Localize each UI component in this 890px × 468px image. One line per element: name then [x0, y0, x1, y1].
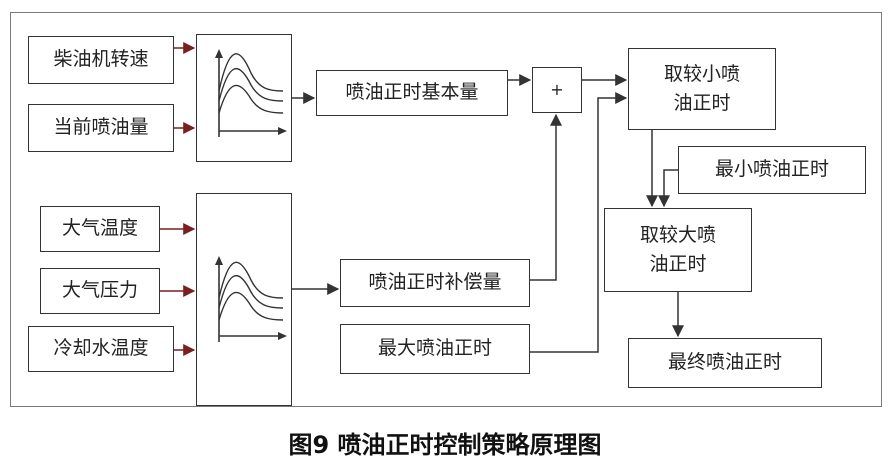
figure-caption: 图9 喷油正时控制策略原理图	[288, 431, 602, 459]
sum-junction: +	[532, 67, 582, 113]
arrow-min-to-larger	[658, 169, 678, 208]
input-engine-speed-label: 柴油机转速	[53, 48, 149, 71]
input-coolant-temperature: 冷却水温度	[28, 326, 174, 372]
compensation-map	[196, 193, 292, 406]
base-timing-map	[196, 34, 292, 162]
input-air-temperature-label: 大气温度	[61, 217, 138, 240]
min-timing: 最小喷油正时	[678, 146, 866, 194]
input-air-pressure: 大气压力	[40, 268, 160, 314]
input-coolant-temperature-label: 冷却水温度	[53, 337, 149, 360]
take-larger-line-1: 取较大喷	[639, 223, 716, 246]
min-timing-label: 最小喷油正时	[714, 158, 829, 181]
final-timing: 最终喷油正时	[628, 338, 822, 388]
take-larger-line-2: 油正时	[649, 253, 707, 275]
compensation-amount: 喷油正时补偿量	[340, 259, 530, 307]
curve-map-icon	[215, 49, 287, 137]
final-timing-label: 最终喷油正时	[667, 351, 782, 374]
curve-map-icon	[215, 256, 287, 342]
max-timing-label: 最大喷油正时	[377, 337, 492, 360]
arrow-max-to-smaller	[530, 92, 628, 353]
take-smaller-line-1: 取较小喷	[663, 62, 740, 85]
take-smaller-line-2: 油正时	[673, 92, 731, 114]
input-current-injection: 当前喷油量	[28, 104, 174, 152]
max-timing: 最大喷油正时	[340, 324, 530, 374]
input-air-temperature: 大气温度	[40, 206, 160, 252]
base-timing-amount: 喷油正时基本量	[316, 70, 508, 116]
arrow-compensation-to-sum	[530, 113, 562, 281]
take-larger-timing: 取较大喷 油正时	[604, 208, 752, 292]
take-smaller-timing: 取较小喷 油正时	[628, 48, 776, 130]
base-timing-amount-label: 喷油正时基本量	[345, 81, 479, 104]
input-engine-speed: 柴油机转速	[28, 36, 174, 84]
sum-symbol: +	[550, 79, 564, 99]
input-air-pressure-label: 大气压力	[61, 279, 138, 302]
diagram-frame	[10, 12, 882, 407]
compensation-amount-label: 喷油正时补偿量	[368, 271, 502, 294]
input-current-injection-label: 当前喷油量	[53, 116, 149, 139]
